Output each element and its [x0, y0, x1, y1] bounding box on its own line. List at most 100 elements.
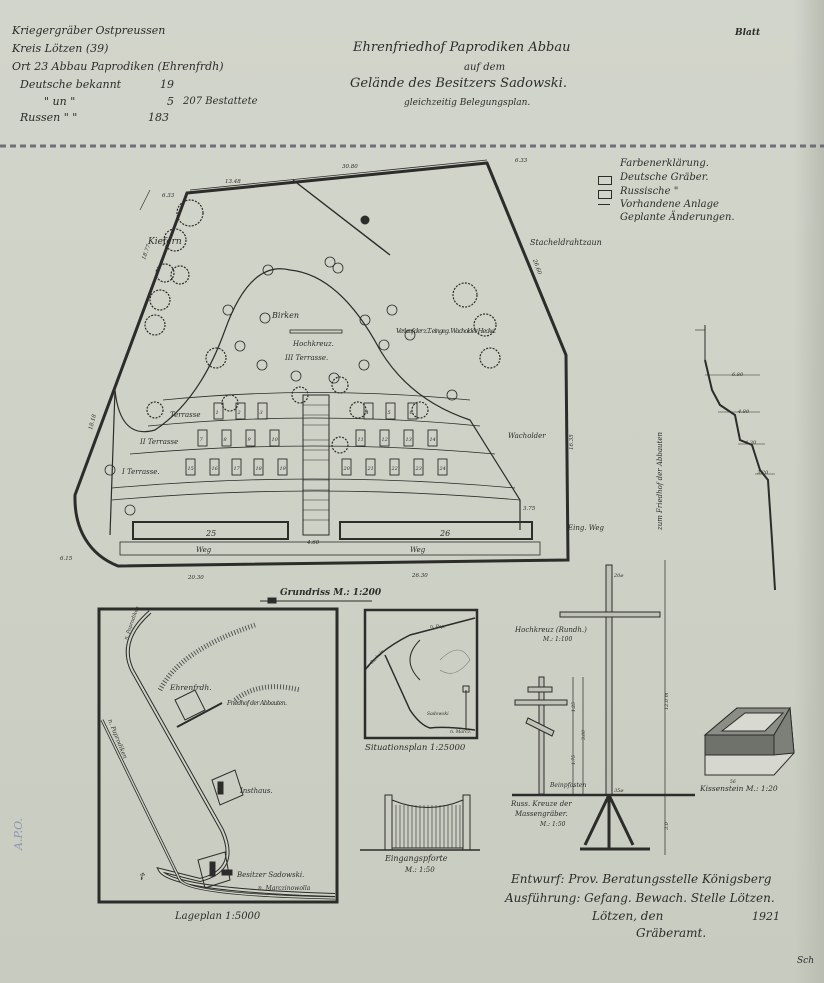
birch-tree-icon — [328, 372, 340, 384]
pine-tree-icon — [170, 265, 190, 285]
grave-number: 10 — [272, 437, 279, 443]
pine-tree-icon — [149, 289, 171, 311]
birch-tree-icon — [404, 329, 416, 341]
birch-tree-icon — [446, 389, 458, 401]
mass-grave-26-label: 26 — [439, 529, 450, 538]
entrance-gate-drawing — [360, 794, 480, 851]
mass-grave-25 — [132, 521, 289, 540]
label-kiefern: Kiefern — [147, 237, 182, 247]
birch-tree-icon — [104, 464, 116, 476]
hochkreuz-height: 12.0 m — [664, 692, 670, 710]
grave-number: 5 — [388, 410, 391, 416]
label-besitzer: Besitzer Sadowski. — [236, 871, 304, 879]
grave-number: 8 — [224, 437, 227, 443]
label-wacholder: Wacholder — [508, 432, 546, 440]
grave-plot — [355, 429, 366, 447]
russian-cross-caption: Russ. Kreuze der — [510, 800, 572, 808]
grave-plot — [389, 458, 400, 476]
hochkreuz-dim-top: 20ø — [613, 573, 624, 579]
dimension: 3.20 — [757, 470, 769, 476]
lageplan-caption: Lageplan 1:5000 — [174, 911, 261, 922]
pine-tree-icon — [144, 314, 166, 336]
pine-tree-icon — [176, 199, 204, 227]
russian-cross-caption-2: Massengräber. — [514, 810, 568, 818]
pine-tree-icon — [349, 401, 367, 419]
footer-office: Gräberamt. — [636, 926, 707, 940]
hochkreuz-dim-base: 35ø — [614, 788, 624, 794]
label-sit-marcz: n. Marcz. — [450, 729, 472, 735]
trees — [104, 199, 501, 516]
profile-dimensions: 6.80 4.80 4.30 3.20 — [732, 372, 769, 476]
grave-plot — [437, 458, 448, 476]
grave-plot — [413, 458, 424, 476]
dimension: 16.35 — [569, 434, 575, 450]
grave-number: 21 — [367, 466, 374, 472]
grave-number: 6 — [410, 410, 414, 416]
grave-plot — [213, 402, 224, 420]
dimension: 4.60 — [306, 540, 320, 546]
dimension: 20.30 — [187, 575, 204, 581]
grave-plot — [257, 402, 268, 420]
title: Ehrenfriedhof Paprodiken Abbau — [353, 40, 571, 55]
pine-tree-icon — [452, 282, 478, 308]
birch-tree-icon — [259, 312, 271, 324]
grave-number: 17 — [234, 466, 241, 472]
dimension: 4.80 — [737, 409, 750, 415]
dimension: 26.60 — [531, 258, 543, 276]
legend-german-swatch — [598, 176, 612, 185]
pine-tree-icon — [331, 436, 349, 454]
birch-tree-icon — [234, 340, 246, 352]
title-line-2: auf dem — [464, 62, 506, 73]
svg-text:☦: ☦ — [138, 872, 146, 883]
hochkreuz-scale: M.: 1:100 — [542, 636, 572, 643]
birch-tree-icon — [124, 504, 136, 516]
terrace-mound-outline — [109, 268, 521, 536]
grave-number: 9 — [248, 437, 252, 443]
birch-tree-icon — [222, 304, 234, 316]
label-friedhof-abbauten: Friedhof der Abbauten. — [226, 700, 287, 707]
label-terrace-3-row: Terrasse — [170, 411, 200, 419]
pine-tree-icon — [146, 401, 164, 419]
gate-scale: M.: 1:50 — [404, 866, 435, 874]
pine-tree-icon — [163, 228, 187, 252]
grave-plot — [269, 429, 280, 447]
sheet-label: Blatt — [735, 28, 761, 38]
label-zum-friedhof: zum Friedhof der Abbauten — [656, 431, 664, 531]
footer-execution: Ausführung: Gefang. Bewach. Stelle Lötze… — [505, 891, 775, 905]
dimension: 6.15 — [60, 556, 73, 562]
pine-tree-icon — [205, 347, 227, 369]
grave-number: 7 — [200, 437, 204, 443]
russian-cross-dim2: 1.75 — [571, 755, 577, 765]
birch-tree-icon — [378, 339, 390, 351]
grave-number: 3 — [260, 410, 263, 416]
grave-number: 11 — [358, 437, 364, 443]
grave-plot — [209, 458, 220, 476]
footer-initials: Sch — [797, 956, 815, 966]
pine-tree-icon — [411, 401, 429, 419]
label-hochkreuz: Hochkreuz. — [292, 340, 334, 348]
count-german-known: 19 — [160, 78, 174, 91]
birch-tree-icon — [290, 370, 302, 382]
kissenstein-drawing — [703, 706, 795, 776]
paper-edge — [794, 0, 824, 983]
grave-number: 13 — [406, 437, 412, 443]
count-label-german-known: Deutsche bekannt — [20, 78, 122, 91]
grave-number: 22 — [391, 466, 398, 472]
grave-number: 12 — [382, 437, 388, 443]
hochkreuz-plan-mark — [289, 329, 343, 334]
label-hecke: Verlauf der z.T. eingeg. Wacholder Hecke… — [396, 327, 496, 335]
russian-cross-post — [538, 676, 545, 795]
situationsplan-map — [363, 608, 479, 740]
dimension: 6.80 — [732, 372, 744, 378]
russian-cross-dim1: 1.25 — [571, 702, 577, 712]
kissenstein-dim: 56 — [730, 779, 736, 785]
label-sit-sadowski: Sadowski — [427, 711, 449, 717]
label-sit-road1: v. Gurkeln — [365, 649, 386, 670]
path-weg — [119, 541, 541, 556]
russian-cross-label: Beinpfosten — [549, 782, 586, 789]
pine-tree-icon — [221, 394, 239, 412]
dimension: 6.33 — [162, 193, 175, 199]
grave-number: 16 — [212, 466, 219, 472]
grave-plot — [197, 429, 208, 447]
grave-number: 19 — [280, 466, 287, 472]
